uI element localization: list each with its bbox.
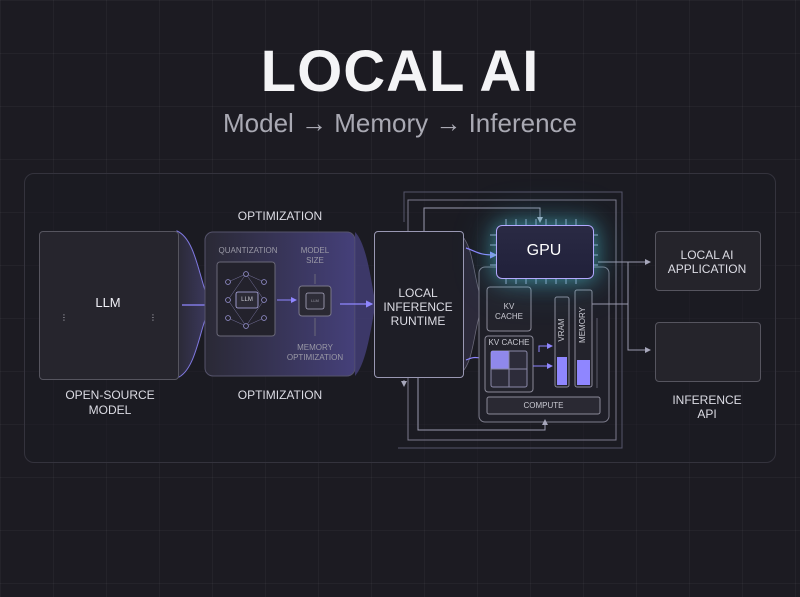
memory-optimization-label-line1: MEMORY [297,343,333,352]
quantized-llm-chip: LLM [241,297,253,303]
runtime-line2: INFERENCE [383,300,453,314]
page-title: LOCAL AI [260,39,540,104]
model-size-label-line2: SIZE [306,256,324,265]
memory-optimization-label-line2: OPTIMIZATION [286,353,344,362]
model-caption-line2: MODEL [88,403,132,417]
local-ai-application-card [655,231,761,291]
inference-runtime-card [374,231,464,378]
api-line2: API [697,407,717,421]
gpu-label: GPU [526,242,562,259]
inference-api-card [655,322,761,382]
open-source-model-card [39,231,179,380]
memory-label: MEMORY [578,307,587,343]
quantization-label: QUANTIZATION [218,246,278,255]
compute-label: COMPUTE [523,401,564,410]
llm-chip-label: LLM [95,295,121,310]
app-line1: LOCAL AI [680,248,734,262]
kv-cache-top-line2: CACHE [494,312,523,321]
chip-icon: LLM [311,298,319,303]
kv-cache-top-line1: KV [503,302,515,311]
model-caption-line1: OPEN-SOURCE [65,388,155,402]
runtime-line1: LOCAL [398,286,438,300]
runtime-line3: RUNTIME [390,314,446,328]
api-line1: INFERENCE [672,393,742,407]
app-line2: APPLICATION [667,262,747,276]
page-subtitle: Model → Memory → Inference [222,108,577,138]
optimization-top-label: OPTIMIZATION [237,209,323,223]
model-size-label-line1: MODEL [300,246,330,255]
optimization-bottom-label: OPTIMIZATION [237,388,323,402]
gpu-chip [496,225,594,279]
vram-label: VRAM [557,318,566,342]
kv-cache-label: KV CACHE [488,338,530,347]
